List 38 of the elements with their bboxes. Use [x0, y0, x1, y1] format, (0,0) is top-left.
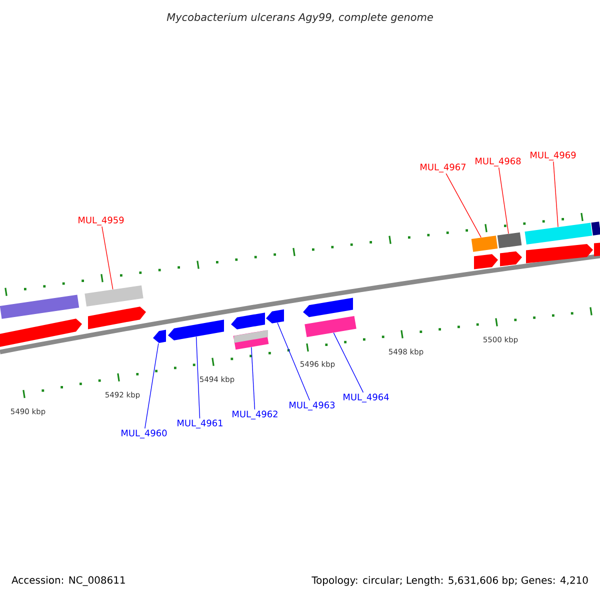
gene-glyph [500, 251, 522, 266]
gene-block [84, 285, 144, 307]
gene-glyph [594, 242, 600, 256]
leader-line [498, 167, 509, 234]
gene-label: MUL_4960 [122, 430, 167, 438]
footer-text: Topology: circular; Length: 5,631,606 bp; Genes: 4,210 [312, 576, 588, 586]
leader-line [102, 226, 114, 290]
gene-label: MUL_4964 [344, 394, 389, 402]
gene-block [233, 330, 269, 350]
gene-block [304, 316, 356, 338]
gene-block [0, 294, 80, 319]
leader-line [333, 332, 364, 393]
gene-block [497, 232, 522, 248]
chart-title: Mycobacterium ulcerans Agy99, complete genome [166, 12, 433, 24]
gene-label: MUL_4962 [232, 410, 278, 420]
leader-line [446, 173, 482, 238]
gene-block [471, 236, 498, 252]
gene-glyph [474, 254, 498, 270]
leader-line [196, 336, 200, 419]
gene-glyph [0, 318, 82, 347]
gene-label: MUL_4961 [178, 420, 222, 428]
gene-glyph [303, 298, 353, 318]
leader-line [553, 161, 558, 228]
gene-glyph [153, 330, 166, 343]
leader-line [277, 322, 310, 401]
leader-line [144, 343, 159, 429]
gene-label: MUL_4968 [476, 158, 521, 166]
gene-glyph [168, 320, 224, 340]
gene-block [591, 222, 600, 236]
gene-label: MUL_4967 [420, 164, 466, 172]
gene-glyph [88, 306, 146, 330]
gene-label: MUL_4963 [290, 402, 335, 410]
gene-glyph [266, 309, 284, 324]
gene-label: MUL_4959 [78, 216, 124, 226]
gene-label: MUL_4969 [530, 152, 576, 160]
leader-line [251, 346, 256, 410]
footer-text: Accession: NC_008611 [12, 576, 125, 586]
gene-block [524, 222, 592, 245]
